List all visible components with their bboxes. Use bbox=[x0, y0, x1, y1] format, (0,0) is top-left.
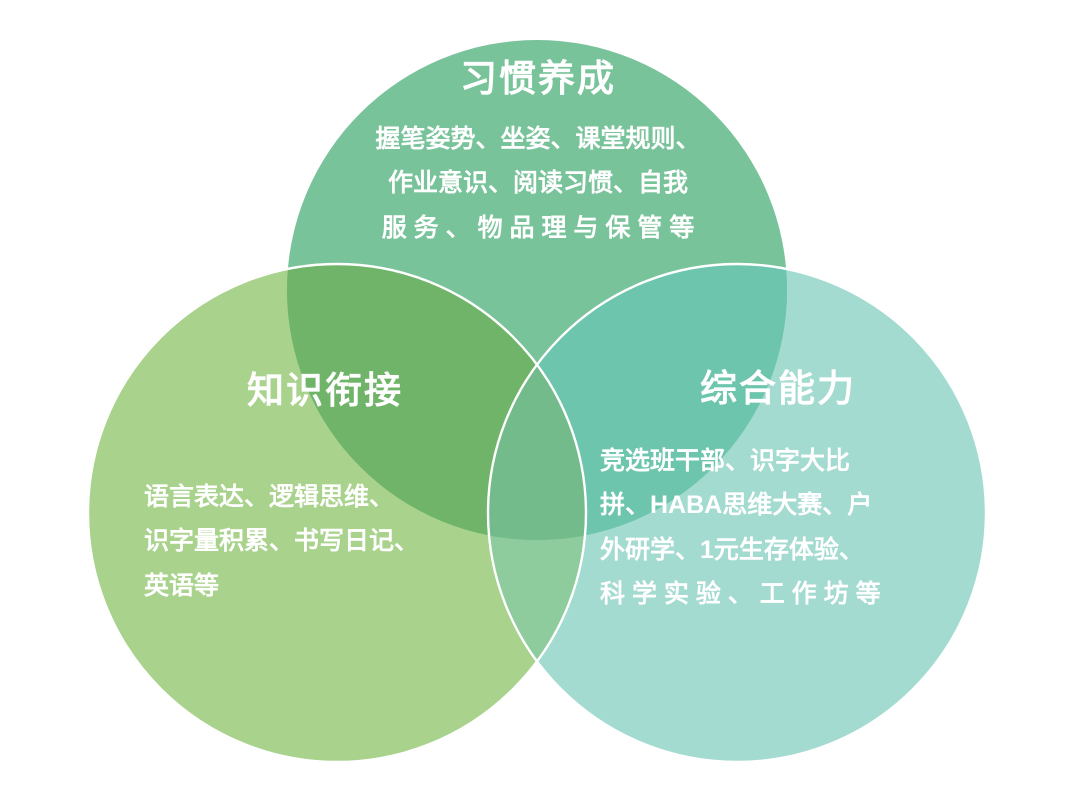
circle-outline-knowledge bbox=[86, 262, 588, 764]
circle-outline-ability bbox=[486, 262, 988, 764]
